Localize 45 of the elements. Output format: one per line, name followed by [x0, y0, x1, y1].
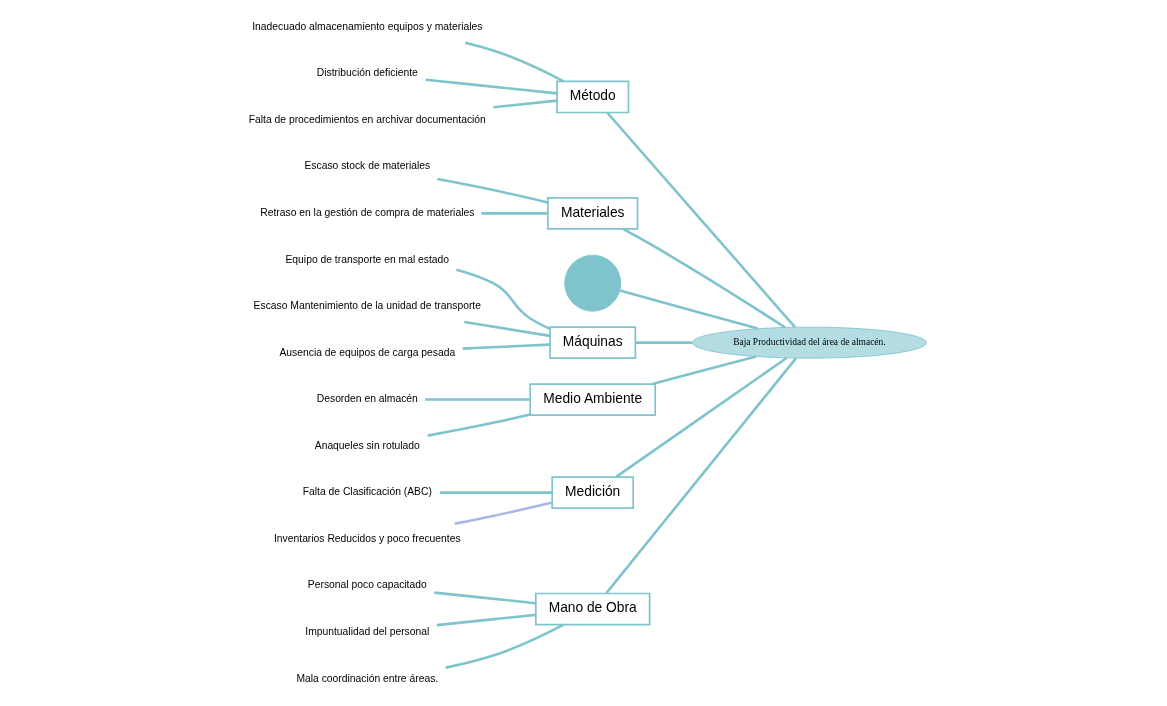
- connector: [605, 111, 796, 328]
- connector: [464, 41, 564, 83]
- node-text: Desorden en almacén: [316, 393, 418, 405]
- connector: [651, 355, 756, 386]
- node-box: Medición: [550, 476, 634, 510]
- connector: [425, 78, 557, 95]
- node-box: Máquinas: [548, 326, 636, 360]
- node-text: Inventarios Reducidos y poco frecuentes: [273, 532, 461, 544]
- node-box: Medio Ambiente: [528, 383, 656, 416]
- connector: [480, 212, 548, 215]
- connector: [463, 320, 550, 338]
- node-box: Método: [555, 80, 629, 114]
- node-text: Escaso stock de materiales: [303, 160, 430, 172]
- node-box: Materiales: [546, 197, 638, 230]
- connector: [436, 613, 536, 627]
- node-text: Distribución deficiente: [316, 67, 418, 79]
- connector: [455, 268, 550, 330]
- connector: [619, 289, 758, 330]
- connector: [424, 398, 530, 401]
- node-text: Falta de Clasificación (ABC): [302, 486, 432, 498]
- node-ellipse: Baja Productividad del área de almacén.: [691, 326, 927, 359]
- node-text: Equipo de transporte en mal estado: [284, 253, 449, 265]
- node-text: Mala coordinación entre áreas.: [295, 672, 438, 684]
- connector: [439, 491, 552, 494]
- node-box: Mano de Obra: [534, 592, 650, 626]
- connector: [453, 501, 552, 525]
- node-text: Falta de procedimientos en archivar documentación: [248, 113, 486, 125]
- node-text: Personal poco capacitado: [307, 579, 427, 591]
- node-text: Impuntualidad del personal: [304, 625, 429, 637]
- connector: [492, 99, 557, 109]
- node-crescent: [563, 254, 621, 312]
- connector: [635, 341, 692, 344]
- node-text: Retraso en la gestión de compra de materiales: [259, 207, 474, 219]
- connector: [427, 413, 530, 437]
- connector: [621, 227, 786, 329]
- connector: [433, 591, 536, 605]
- connector: [436, 177, 548, 204]
- node-text: Ausencia de equipos de carga pesada: [278, 346, 455, 358]
- connector: [614, 356, 787, 478]
- connector: [462, 343, 550, 350]
- node-text: Inadecuado almacenamiento equipos y materiales: [251, 20, 482, 32]
- node-text: Anaqueles sin rotulado: [314, 439, 420, 451]
- connector: [444, 623, 564, 669]
- connector: [604, 357, 797, 594]
- node-text: Escaso Mantenimiento de la unidad de transporte: [253, 300, 481, 312]
